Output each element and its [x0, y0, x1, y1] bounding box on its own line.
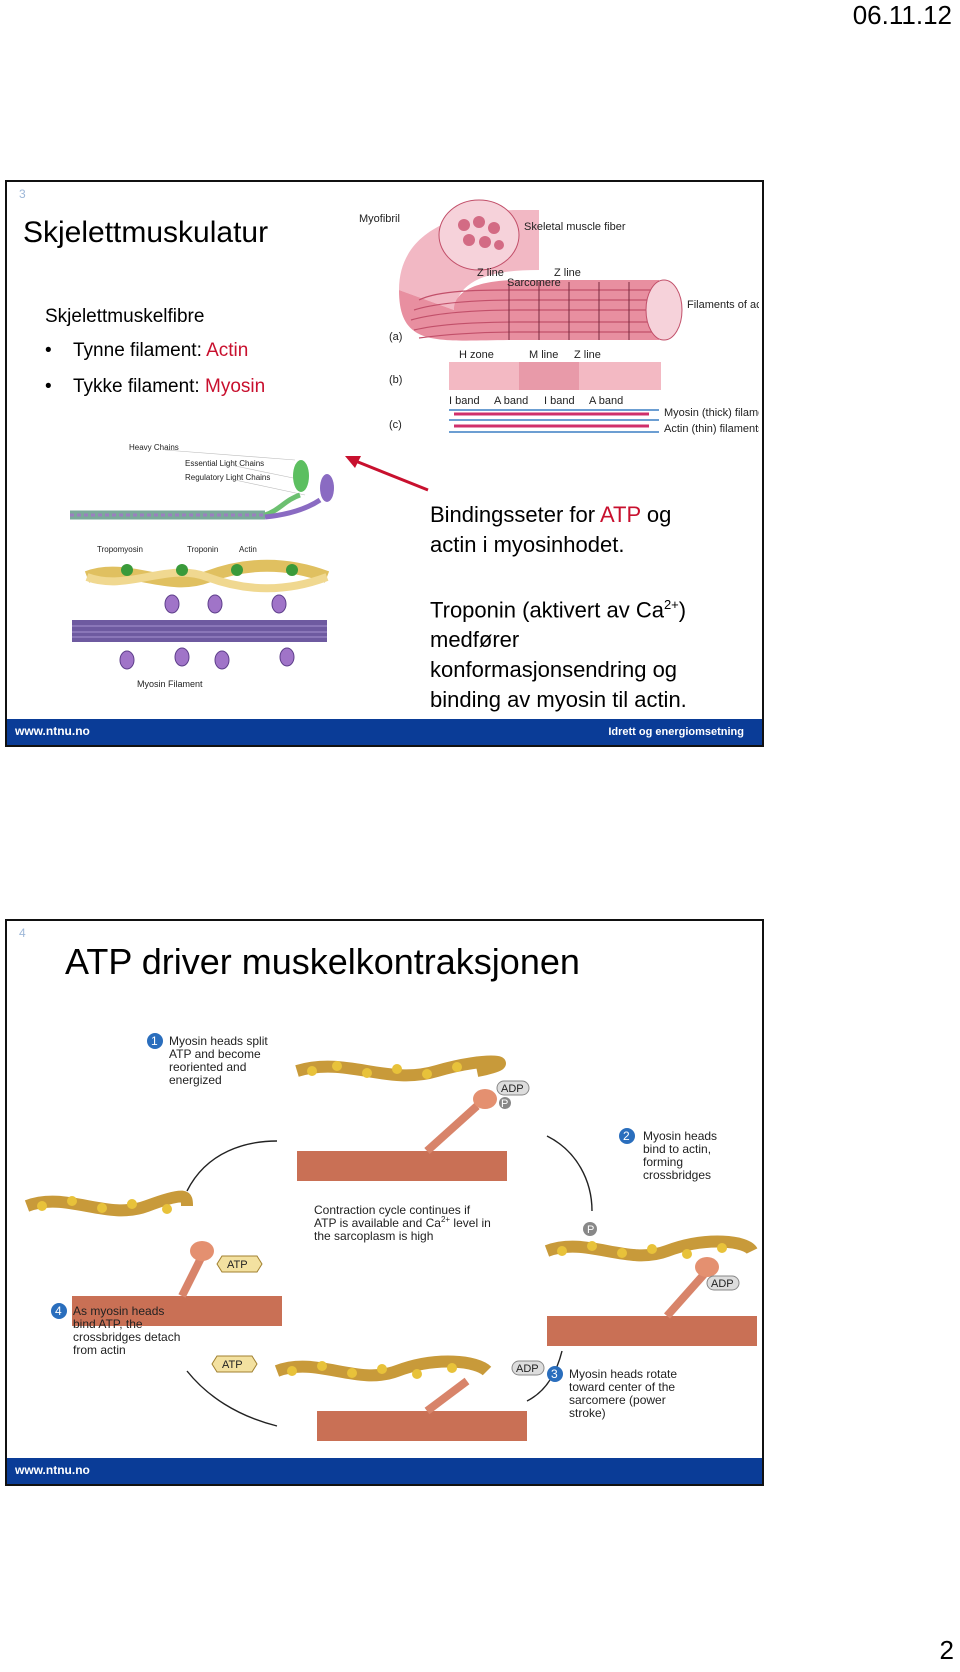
label-m-line: M line [529, 349, 558, 361]
step-text: Myosin heads rotate [569, 1367, 677, 1381]
step-number: 4 [55, 1304, 62, 1318]
label-myosin-filament: Myosin Filament [137, 679, 203, 689]
label-myofibril: Myofibril [359, 213, 400, 225]
cycle-note: Contraction cycle continues if [314, 1203, 471, 1217]
badge-p: P [587, 1224, 594, 1236]
footer-url: www.ntnu.no [15, 724, 90, 738]
label-z-line: Z line [574, 349, 601, 361]
step-number: 1 [151, 1034, 158, 1048]
step-text: ATP and become [169, 1047, 261, 1061]
badge-adp: ADP [516, 1363, 539, 1375]
badge-adp: ADP [501, 1083, 524, 1095]
label-z-line: Z line [477, 267, 504, 279]
step-text: forming [643, 1155, 683, 1169]
label-i-band: I band [544, 395, 575, 407]
step-text: Myosin heads [643, 1129, 717, 1143]
thin-filament-figure: Tropomyosin Troponin Actin Myosin Filame… [72, 545, 330, 689]
label-sarcomere: Sarcomere [507, 277, 561, 289]
slide-subtitle: Skjelettmuskelfibre [45, 306, 205, 327]
label-actin-thin: Actin (thin) filaments [664, 423, 759, 435]
label-b: (b) [389, 374, 402, 386]
step-text: toward center of the [569, 1380, 675, 1394]
label-z-line: Z line [554, 267, 581, 279]
page-date: 06.11.12 [852, 0, 952, 30]
badge-p: P [501, 1098, 508, 1110]
badge-atp: ATP [227, 1259, 248, 1271]
step-text: As myosin heads [73, 1304, 164, 1318]
step-number: 2 [623, 1129, 630, 1143]
cycle-note: the sarcoplasm is high [314, 1229, 433, 1243]
label-a: (a) [389, 331, 402, 343]
slide-title: Skjelettmuskulatur [23, 216, 269, 249]
page-number: 2 [939, 1635, 954, 1665]
label-c: (c) [389, 419, 402, 431]
myosin-molecule-figure: Heavy Chains Essential Light Chains Regu… [70, 443, 334, 520]
label-myosin-thick: Myosin (thick) filaments [664, 407, 759, 419]
crossbridge-cycle-figure: ADP P ADP P ADP ATP ATP [24, 1033, 758, 1441]
label-troponin: Troponin [187, 545, 218, 554]
step-text: sarcomere (power [569, 1393, 666, 1407]
label-essential-light: Essential Light Chains [185, 459, 264, 468]
label-h-zone: H zone [459, 349, 494, 361]
badge-adp: ADP [711, 1278, 734, 1290]
step-text: bind ATP, the [73, 1317, 143, 1331]
label-regulatory-light: Regulatory Light Chains [185, 473, 270, 482]
label-skeletal-fiber: Skeletal muscle fiber [524, 221, 626, 233]
step-text: bind to actin, [643, 1142, 711, 1156]
step-text: stroke) [569, 1406, 606, 1420]
slide-4: 4 ATP driver muskelkontraksjonen ADP P A… [5, 919, 764, 1486]
slide-number: 4 [19, 926, 26, 940]
label-i-band: I band [449, 395, 480, 407]
step-text: crossbridges [643, 1168, 711, 1182]
footer-course: Idrett og energiomsetning [608, 726, 744, 738]
muscle-fiber-figure: Myofibril Skeletal muscle fiber Z line Z… [359, 199, 759, 435]
arrow-red [345, 456, 429, 492]
bullet-list: •Tynne filament: Actin •Tykke filament: … [45, 340, 265, 412]
label-filaments-actin: Filaments of actin [687, 299, 759, 311]
bullet-item: •Tykke filament: Myosin [45, 376, 266, 397]
bullet-item: •Tynne filament: Actin [45, 340, 249, 361]
step-text: Myosin heads split [169, 1034, 268, 1048]
step-text: from actin [73, 1343, 126, 1357]
slide-footer: www.ntnu.no [7, 1458, 762, 1484]
label-heavy-chains: Heavy Chains [129, 443, 179, 452]
footer-url: www.ntnu.no [15, 1463, 90, 1477]
label-a-band: A band [494, 395, 528, 407]
step-text: reoriented and [169, 1060, 246, 1074]
step-number: 3 [551, 1367, 558, 1381]
label-actin: Actin [239, 545, 257, 554]
label-a-band: A band [589, 395, 623, 407]
caption-troponin: Troponin (aktivert av Ca2+) medfører kon… [430, 597, 687, 713]
slide-3: 3 Skjelettmuskulatur Skjelettmuskelfibre… [5, 180, 764, 747]
slide-footer: www.ntnu.no Idrett og energiomsetning [7, 719, 762, 745]
slide-number: 3 [19, 187, 26, 201]
slide-title: ATP driver muskelkontraksjonen [65, 941, 580, 982]
step-text: energized [169, 1073, 222, 1087]
badge-atp: ATP [222, 1359, 243, 1371]
caption-binding-sites: Bindingsseter for ATP og actin i myosinh… [430, 502, 672, 557]
cycle-note: ATP is available and Ca2+ level in [314, 1215, 491, 1230]
step-text: crossbridges detach [73, 1330, 180, 1344]
label-tropomyosin: Tropomyosin [97, 545, 143, 554]
